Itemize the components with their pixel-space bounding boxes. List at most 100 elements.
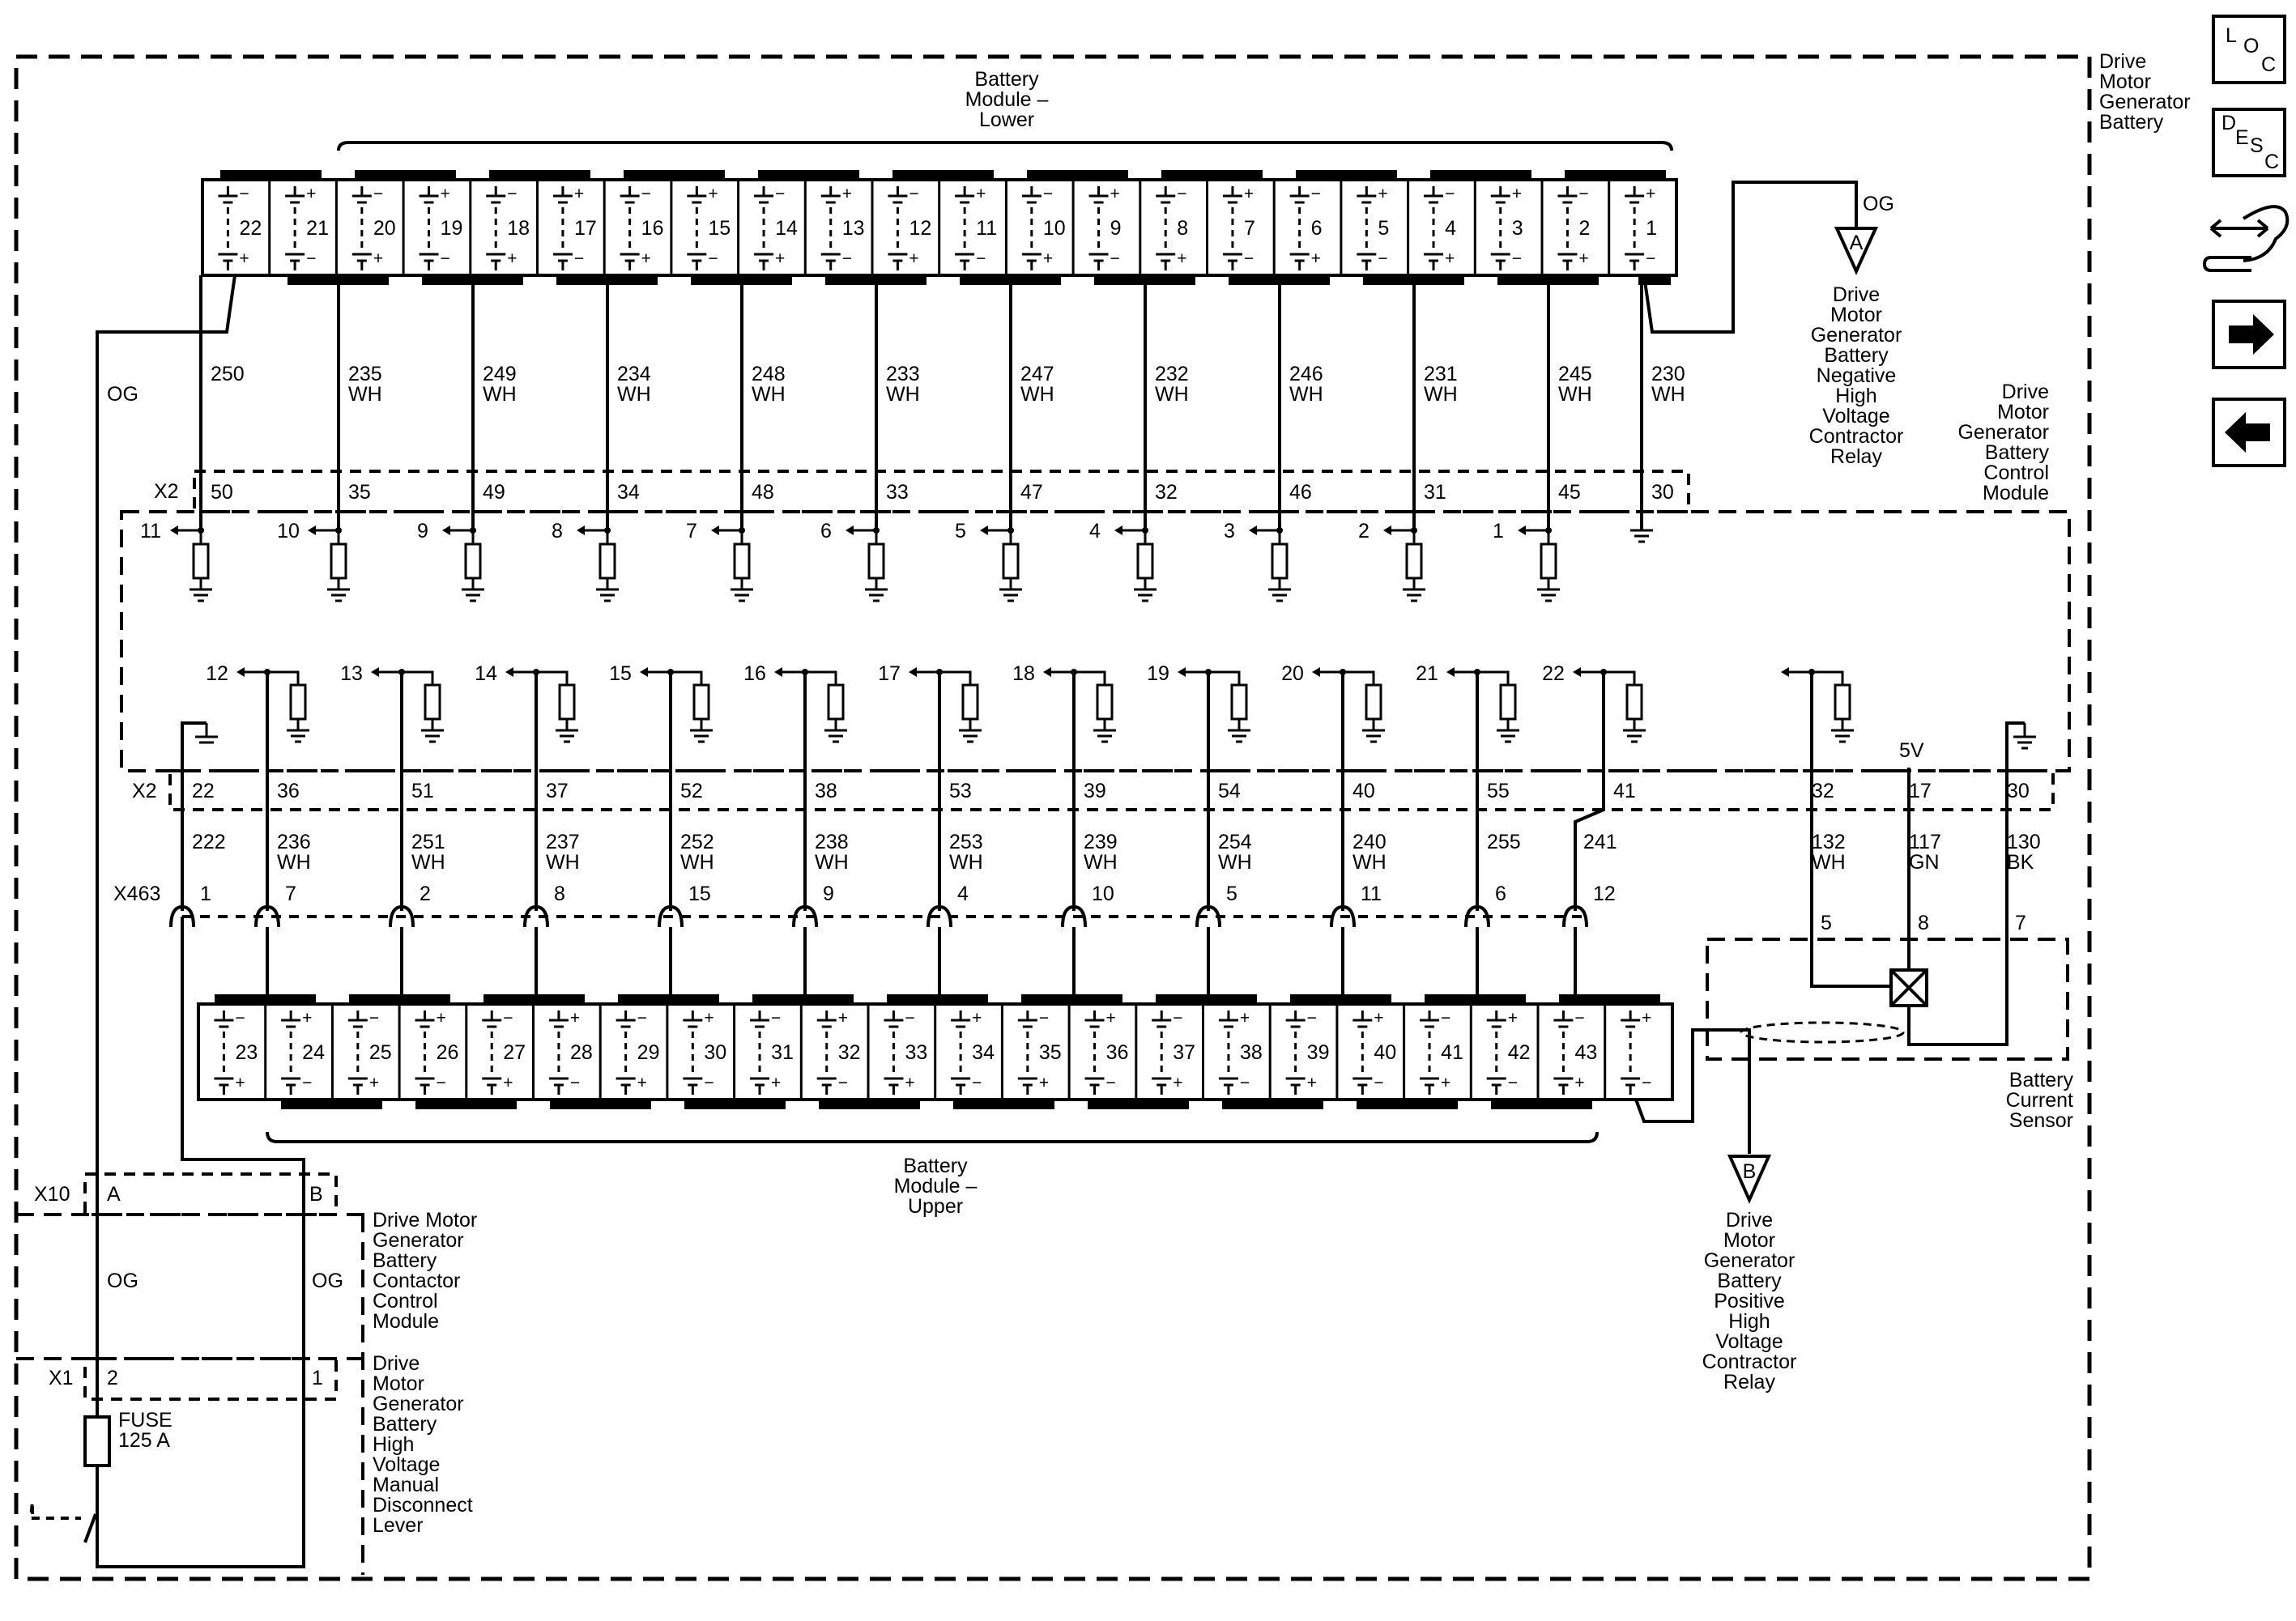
cell-polarity: + — [570, 1009, 580, 1027]
x2-pin: 35 — [348, 481, 371, 504]
relay-b-triangle — [1727, 1155, 1772, 1204]
wire-color: WH — [1155, 383, 1189, 406]
battery-cell: +−19 — [402, 180, 462, 275]
cell-polarity: + — [1578, 249, 1588, 268]
relay-a-triangle — [1834, 227, 1879, 275]
prev-page-button[interactable] — [2212, 398, 2286, 467]
x2-connector-top — [193, 470, 1690, 513]
channel-number: 4 — [1089, 520, 1101, 542]
loc-c: C — [2261, 53, 2276, 76]
wire-color: BK — [2007, 851, 2034, 874]
cell-number: 41 — [1441, 1041, 1463, 1064]
pos-relay-line: High — [1728, 1310, 1770, 1333]
battery-module-lower-line: Module – — [965, 88, 1049, 111]
current-sensor-loop — [1740, 1021, 1905, 1044]
disconnect-lever-line: Battery — [373, 1413, 437, 1436]
pos-relay-line: Drive — [1726, 1209, 1773, 1232]
x463-terminal — [1330, 904, 1356, 928]
battery-cell: +−26 — [398, 1004, 458, 1100]
fuse-symbol — [83, 1415, 111, 1467]
battery-cell: −+41 — [1403, 1004, 1463, 1100]
cell-polarity: + — [972, 1009, 982, 1027]
cell-polarity: − — [1642, 1074, 1651, 1092]
x2-pin: 39 — [1084, 780, 1106, 802]
x1-pin-2: 2 — [107, 1367, 118, 1389]
current-sensor-box — [1706, 938, 2069, 1061]
channel-number: 21 — [1416, 662, 1438, 685]
circuit-number: 237 — [546, 831, 580, 853]
channel-number: 15 — [609, 662, 632, 685]
cell-polarity: + — [905, 1074, 914, 1092]
cell-number: 24 — [302, 1041, 325, 1064]
x1-label: X1 — [49, 1367, 74, 1389]
circuit-number: 222 — [192, 831, 226, 853]
battery-cell: −+39 — [1268, 1004, 1330, 1100]
circuit-number: 238 — [815, 831, 849, 853]
x463-pin: 4 — [957, 883, 969, 905]
pos-relay-line: Contractor — [1702, 1351, 1797, 1373]
x2-pin: 55 — [1487, 780, 1510, 802]
cell-polarity: − — [1106, 1074, 1116, 1092]
battery-cell: +−40 — [1335, 1004, 1396, 1100]
x2-pin: 45 — [1558, 481, 1581, 504]
battery-cell: +−3 — [1473, 180, 1523, 275]
wire-color: WH — [886, 383, 920, 406]
cell-polarity: + — [909, 249, 918, 268]
x2-pin: 47 — [1020, 481, 1043, 504]
cell-polarity: + — [1512, 185, 1522, 203]
cell-number: 22 — [239, 217, 262, 240]
cell-number: 28 — [570, 1041, 593, 1064]
current-sensor-line: Current — [2006, 1089, 2073, 1112]
battery-cell: −+4 — [1407, 180, 1456, 275]
neg-relay-line: Drive — [1833, 283, 1880, 306]
cell-polarity: − — [708, 249, 718, 268]
contactor-module-line: Module — [373, 1310, 439, 1333]
relay-b-letter: B — [1743, 1160, 1757, 1183]
arrow-right-icon — [2229, 314, 2274, 355]
connector-view-icon[interactable] — [2202, 205, 2290, 272]
x2-pin: 49 — [483, 481, 505, 504]
cell-polarity: + — [306, 185, 316, 203]
control-module-line: Generator — [1957, 421, 2049, 444]
battery-cell: −+23 — [214, 1009, 258, 1095]
x2-pin: 51 — [411, 780, 434, 802]
next-page-button[interactable] — [2212, 300, 2286, 369]
circuit-number: 240 — [1352, 831, 1387, 853]
loc-button[interactable]: L O C — [2212, 15, 2286, 84]
cell-number: 6 — [1311, 217, 1323, 240]
wire-color: WH — [1424, 383, 1458, 406]
channel-number: 5 — [955, 520, 966, 542]
desc-button[interactable]: D E S C — [2212, 108, 2286, 177]
neg-relay-line: Voltage — [1822, 405, 1889, 428]
relay-a-letter: A — [1850, 232, 1864, 254]
neg-relay-line: Battery — [1824, 344, 1889, 367]
circuit-number: 255 — [1487, 831, 1521, 853]
pos-relay-line: Motor — [1723, 1229, 1775, 1252]
cell-polarity: + — [704, 1009, 714, 1027]
dmg-battery-line: Generator — [2099, 91, 2191, 113]
x463-pin: 15 — [688, 883, 711, 905]
battery-cell: +−5 — [1340, 180, 1389, 275]
circuit-number: 230 — [1651, 363, 1685, 385]
circuit-number: 249 — [483, 363, 517, 385]
bus-bar — [1296, 170, 1397, 180]
current-sensor-line: Sensor — [2009, 1109, 2073, 1132]
cell-number: 39 — [1307, 1041, 1330, 1064]
bus-bar — [220, 170, 322, 180]
wire-color: GN — [1909, 851, 1940, 874]
wire-color: WH — [1020, 383, 1054, 406]
circuit-number: 247 — [1020, 363, 1054, 385]
cell-number: 17 — [574, 217, 597, 240]
desc-s: S — [2250, 134, 2264, 157]
bus-bar — [684, 1100, 786, 1109]
x1-pin-1: 1 — [312, 1367, 323, 1389]
battery-cell: +−32 — [799, 1004, 861, 1100]
cell-polarity: + — [1244, 185, 1254, 203]
x2-pin: 40 — [1352, 780, 1375, 802]
circuit-number: 234 — [617, 363, 651, 385]
bus-bar — [892, 170, 994, 180]
